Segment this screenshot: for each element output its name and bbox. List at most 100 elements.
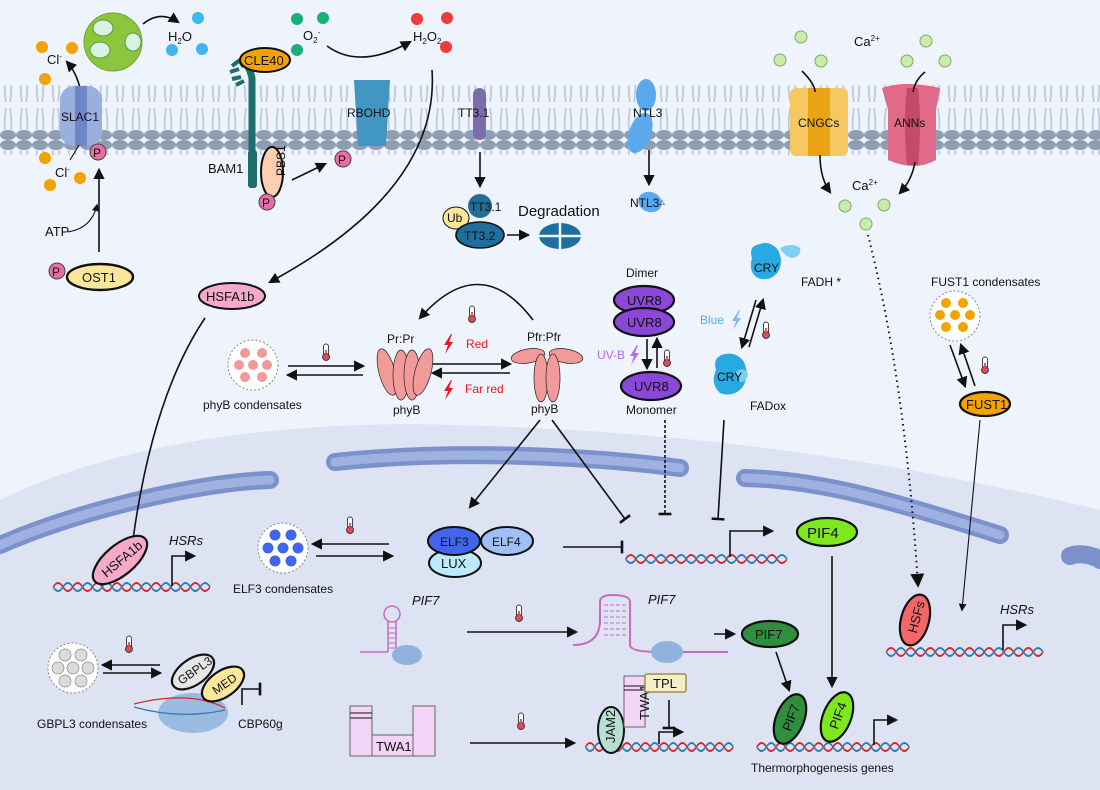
gbpl3-condensates (47, 642, 99, 694)
svg-text:FUST1: FUST1 (966, 397, 1007, 412)
phyb-pfr-pfr[interactable] (510, 346, 584, 403)
anns-channel[interactable]: ANNs (882, 84, 940, 166)
svg-text:TPL: TPL (653, 676, 677, 691)
svg-text:CLE40: CLE40 (244, 53, 284, 68)
svg-text:NTL3△: NTL3△ (630, 196, 665, 210)
tt31-membrane-protein[interactable]: TT3.1 (458, 88, 490, 140)
cry-fadh-active[interactable]: CRY (750, 242, 801, 280)
svg-text:CRY: CRY (754, 261, 779, 275)
slac1-channel[interactable]: SLAC1 (60, 86, 102, 146)
temperature-icon (346, 516, 354, 534)
svg-text:UVR8: UVR8 (627, 315, 662, 330)
slac1-label: SLAC1 (61, 110, 99, 124)
monomer-label: Monomer (626, 403, 677, 417)
svg-text:ELF4: ELF4 (492, 535, 521, 549)
h2o-label: H2O (168, 29, 192, 46)
twa1-open[interactable]: TWA1 (623, 675, 652, 728)
bam1-label: BAM1 (208, 161, 243, 176)
fust1-condensates (929, 290, 981, 342)
fust1-protein[interactable]: FUST1 (958, 390, 1012, 418)
nuclear-envelope-segment (1061, 545, 1100, 569)
svg-text:ELF3: ELF3 (440, 535, 469, 549)
rbohd-oxidase[interactable]: RBOHD (347, 80, 391, 146)
pbs1-kinase[interactable]: PBS1 (260, 145, 288, 198)
hsrs-left-label: HSRs (169, 533, 203, 548)
pif7-right-label: PIF7 (648, 592, 676, 607)
svg-text:TT3.1: TT3.1 (470, 200, 502, 214)
tt3-complex: TT3.1 Ub TT3.2 (442, 194, 505, 249)
nucleus-region (0, 424, 1100, 790)
atp-label: ATP (45, 224, 69, 239)
phyb-right-label: phyB (531, 402, 558, 416)
thermomorphogenesis-genes-label: Thermorphogenesis genes (751, 761, 894, 775)
calcium-ions-outside (773, 30, 952, 68)
uvr8-dimer[interactable]: UVR8 UVR8 (612, 284, 676, 338)
hsfa1b-cytoplasmic[interactable]: HSFA1b (198, 282, 266, 310)
svg-text:HSFA1b: HSFA1b (206, 289, 254, 304)
ntl3-cleaved: NTL3△ (630, 191, 665, 213)
svg-text:P: P (93, 146, 101, 160)
temperature-icon (125, 635, 133, 653)
pfr-pfr-label: Pfr:Pfr (527, 330, 561, 344)
phyb-left-label: phyB (393, 403, 420, 417)
ca-in-label: Ca2+ (852, 178, 878, 193)
pif4-protein[interactable]: PIF4 (795, 516, 859, 548)
stomata-cells-icon (83, 12, 143, 72)
chloride-ions-inside (39, 152, 86, 191)
ost1-kinase[interactable]: OST1 (65, 262, 135, 292)
gbpl3-condensates-label: GBPL3 condensates (37, 717, 147, 731)
svg-text:PBS1: PBS1 (274, 145, 288, 176)
superoxide-molecules (291, 12, 329, 56)
svg-text:LUX: LUX (441, 556, 467, 571)
elf3-condensates (257, 522, 309, 574)
cl-in-label: Cl- (55, 165, 70, 180)
dimer-label: Dimer (626, 266, 658, 280)
pif7-mrna-unfolded (572, 593, 728, 663)
svg-text:CRY: CRY (717, 370, 742, 384)
jam2-protein[interactable]: JAM2 (597, 706, 625, 754)
pif7-protein[interactable]: PIF7 (740, 619, 800, 649)
phospho-slac1: P (89, 143, 107, 161)
water-molecules (166, 12, 208, 56)
cl-out-label: Cl- (47, 52, 62, 67)
elf3-condensates-label: ELF3 condensates (233, 582, 333, 596)
elf3-elf4-lux-complex[interactable]: LUX ELF3 ELF4 (427, 526, 534, 578)
blue-light-label: Blue (700, 313, 724, 327)
fadh-label: FADH * (801, 275, 841, 289)
uvr8-monomer[interactable]: UVR8 (619, 370, 683, 402)
cry-fadox-inactive[interactable]: CRY (713, 353, 748, 395)
phospho-pbs1: P (258, 193, 276, 211)
mediator-complex (133, 693, 228, 733)
temperature-icon (762, 321, 770, 339)
far-red-light-label: Far red (465, 382, 504, 396)
svg-text:TWA1: TWA1 (376, 739, 412, 754)
temperature-icon (322, 343, 330, 361)
svg-text:P: P (262, 196, 270, 210)
svg-text:JAM2: JAM2 (603, 710, 618, 743)
pif7-left-label: PIF7 (412, 593, 440, 608)
svg-text:UVR8: UVR8 (634, 379, 669, 394)
ntl3-membrane-protein[interactable]: NTL3 (622, 79, 663, 156)
cle40-peptide[interactable]: CLE40 (239, 47, 291, 73)
h2o2-molecules (411, 12, 453, 53)
svg-text:ANNs: ANNs (894, 116, 925, 130)
cngcs-channel[interactable]: CNGCs (790, 88, 848, 156)
phyb-pr-pr[interactable] (373, 347, 437, 401)
fadox-label: FADox (750, 399, 786, 413)
tpl-protein[interactable]: TPL (644, 673, 687, 693)
pif4-bound[interactable]: PIF4 (814, 688, 859, 747)
svg-text:Ub: Ub (447, 211, 463, 225)
phospho-rbohd: P (334, 150, 352, 168)
twa1-closed[interactable]: TWA1 (349, 705, 436, 757)
phospho-ost1: P (48, 262, 66, 280)
phyb-condensates (227, 339, 279, 391)
hsfs-protein[interactable]: HSFs (895, 591, 936, 648)
pif7-bound[interactable]: PIF7 (767, 690, 812, 749)
ca-out-label: Ca2+ (854, 34, 880, 49)
degradation-label: Degradation (518, 203, 600, 220)
calcium-ions-inside (838, 198, 891, 231)
svg-text:TT3.1: TT3.1 (458, 106, 490, 120)
svg-text:OST1: OST1 (82, 270, 116, 285)
red-light-label: Red (466, 337, 488, 351)
temperature-icon (517, 712, 525, 730)
